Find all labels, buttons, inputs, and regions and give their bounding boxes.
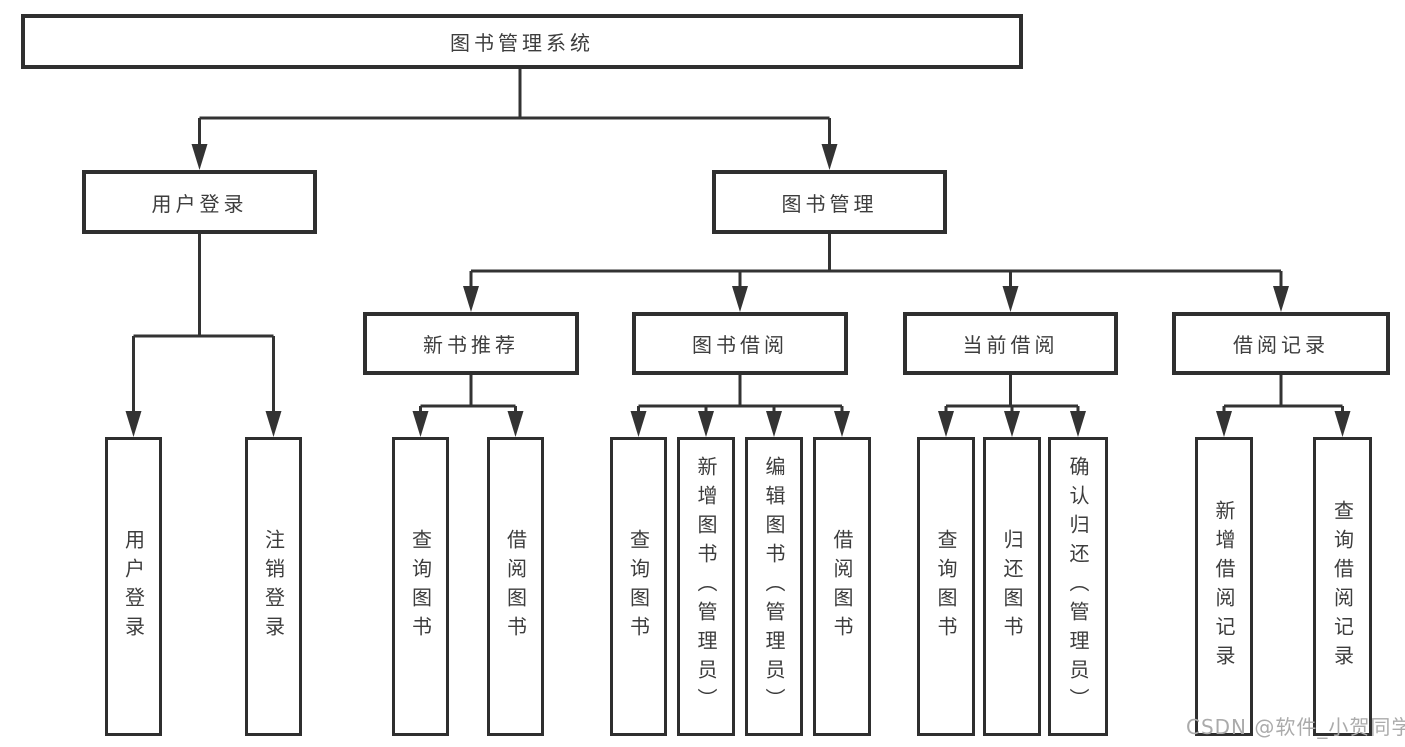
leaf-confirm-return-admin: 确认归还（管理员） — [1048, 437, 1108, 736]
leaf-edit-book-admin: 编辑图书（管理员） — [745, 437, 803, 736]
node-book-borrow: 图书借阅 — [632, 312, 848, 375]
leaf-add-book-admin: 新增图书（管理员） — [677, 437, 735, 736]
arrowheads — [125, 144, 1351, 437]
node-book-management: 图书管理 — [712, 170, 947, 234]
node-new-book-recommend: 新书推荐 — [363, 312, 579, 375]
leaf-user-login: 用户登录 — [105, 437, 162, 736]
leaf-query-books-borrow: 查询图书 — [610, 437, 667, 736]
leaf-add-borrow-record: 新增借阅记录 — [1195, 437, 1253, 736]
leaf-borrow-books-recommend: 借阅图书 — [487, 437, 544, 736]
node-library-management-system: 图书管理系统 — [21, 14, 1023, 69]
node-current-borrow: 当前借阅 — [903, 312, 1118, 375]
leaf-borrow-books-2: 借阅图书 — [813, 437, 871, 736]
leaf-query-books-recommend: 查询图书 — [392, 437, 449, 736]
csdn-watermark: CSDN @软件_小贺同学 — [1186, 715, 1405, 739]
node-user-login: 用户登录 — [82, 170, 317, 234]
leaf-query-borrow-record: 查询借阅记录 — [1313, 437, 1372, 736]
leaf-return-book: 归还图书 — [983, 437, 1041, 736]
leaf-query-books-current: 查询图书 — [917, 437, 975, 736]
leaf-logout: 注销登录 — [245, 437, 302, 736]
node-borrow-records: 借阅记录 — [1172, 312, 1390, 375]
